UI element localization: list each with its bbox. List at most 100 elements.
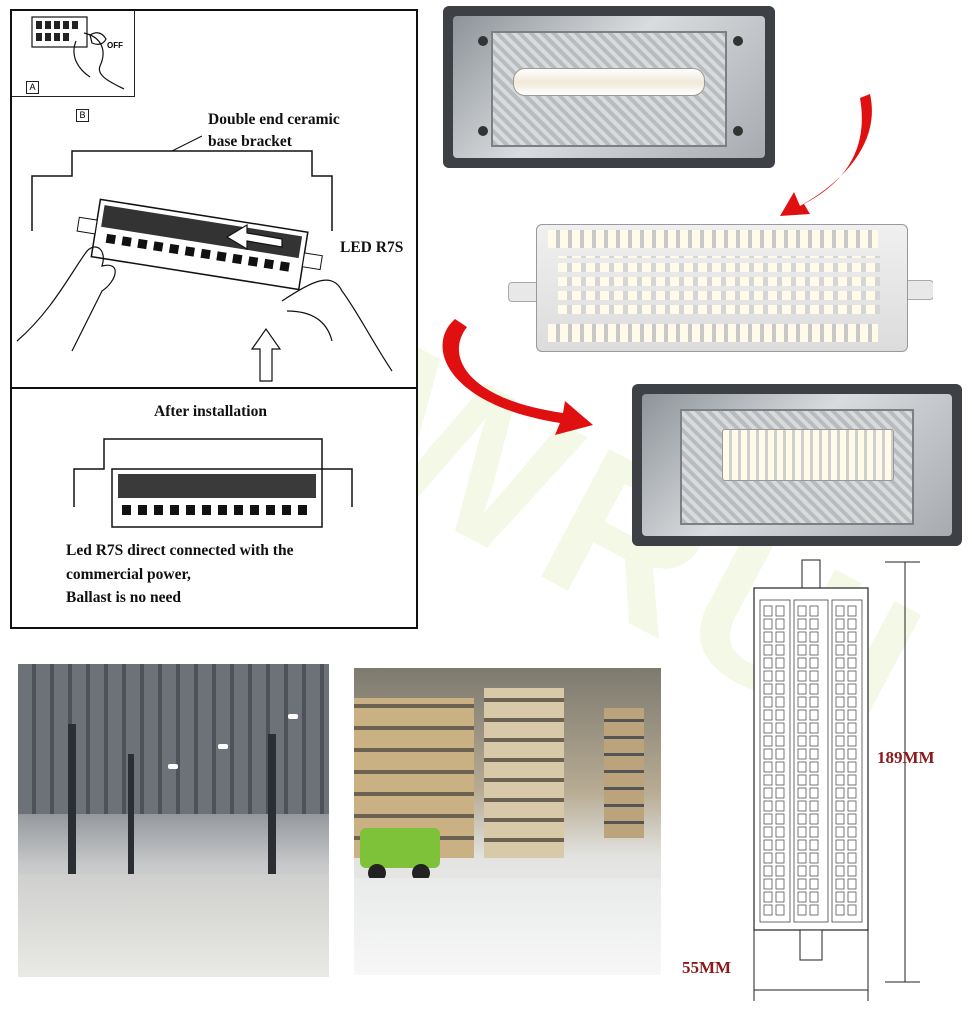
after-installation-note: Led R7S direct connected with the commer… bbox=[66, 539, 293, 610]
led-chip bbox=[847, 787, 857, 799]
led-chip bbox=[763, 722, 773, 734]
led-chip bbox=[847, 839, 857, 851]
led-chip bbox=[775, 644, 785, 656]
led-chip bbox=[775, 761, 785, 773]
installed-fixture-photo bbox=[632, 384, 962, 546]
led-chip bbox=[797, 787, 807, 799]
led-chip bbox=[809, 865, 819, 877]
led-chip bbox=[763, 696, 773, 708]
led-chip bbox=[775, 618, 785, 630]
led-chip bbox=[835, 878, 845, 890]
led-chip bbox=[763, 800, 773, 812]
led-chip bbox=[847, 891, 857, 903]
led-chip bbox=[809, 813, 819, 825]
led-chip bbox=[763, 761, 773, 773]
led-chip bbox=[847, 735, 857, 747]
led-chip bbox=[835, 761, 845, 773]
led-chip bbox=[797, 709, 807, 721]
led-chip bbox=[797, 878, 807, 890]
warehouse-racks-photo bbox=[354, 668, 661, 975]
led-chip bbox=[809, 631, 819, 643]
led-chip bbox=[763, 644, 773, 656]
led-chip bbox=[809, 696, 819, 708]
step-b-box: B bbox=[76, 109, 89, 122]
led-chip bbox=[775, 670, 785, 682]
led-chip bbox=[809, 800, 819, 812]
led-chip bbox=[763, 774, 773, 786]
replace-arrow-icon bbox=[780, 94, 872, 216]
after-installation-title: After installation bbox=[154, 403, 267, 420]
installed-led-lamp bbox=[722, 429, 894, 481]
led-chip bbox=[763, 787, 773, 799]
led-chip bbox=[775, 605, 785, 617]
led-chip bbox=[797, 891, 807, 903]
led-chip bbox=[775, 709, 785, 721]
led-chip bbox=[763, 657, 773, 669]
led-chip bbox=[847, 852, 857, 864]
led-chip bbox=[847, 683, 857, 695]
led-chip bbox=[809, 605, 819, 617]
led-chip bbox=[763, 904, 773, 916]
led-chip bbox=[835, 618, 845, 630]
led-chip bbox=[809, 904, 819, 916]
step-a-inset: OFF A bbox=[12, 11, 135, 97]
led-chip bbox=[809, 709, 819, 721]
led-chip bbox=[847, 826, 857, 838]
led-chip bbox=[847, 657, 857, 669]
led-chip bbox=[809, 852, 819, 864]
led-chip bbox=[847, 904, 857, 916]
led-chip bbox=[835, 839, 845, 851]
led-chip bbox=[835, 800, 845, 812]
bracket-caption-line1: Double end ceramic bbox=[208, 111, 340, 128]
led-chip bbox=[797, 696, 807, 708]
panel-divider bbox=[12, 387, 416, 389]
led-chip bbox=[797, 722, 807, 734]
led-chip bbox=[797, 644, 807, 656]
led-chip bbox=[847, 865, 857, 877]
led-chip bbox=[763, 709, 773, 721]
led-chip bbox=[847, 696, 857, 708]
led-chip bbox=[775, 735, 785, 747]
lamp-caption: LED R7S bbox=[340, 239, 404, 256]
led-chip bbox=[809, 839, 819, 851]
led-chip bbox=[847, 605, 857, 617]
led-chip bbox=[797, 865, 807, 877]
led-chip bbox=[847, 644, 857, 656]
dimension-drawing bbox=[753, 559, 920, 1001]
led-chip bbox=[775, 878, 785, 890]
led-chip bbox=[763, 748, 773, 760]
led-chip bbox=[835, 722, 845, 734]
led-r7s-lamp-photo bbox=[508, 222, 933, 352]
led-chip bbox=[775, 800, 785, 812]
led-chip bbox=[775, 683, 785, 695]
led-chip bbox=[809, 722, 819, 734]
led-chip bbox=[797, 852, 807, 864]
led-chip bbox=[835, 904, 845, 916]
led-chip bbox=[835, 813, 845, 825]
led-chip bbox=[835, 670, 845, 682]
led-chip bbox=[763, 865, 773, 877]
led-chip bbox=[797, 683, 807, 695]
forklift bbox=[360, 828, 440, 868]
height-dimension-label: 189MM bbox=[877, 748, 935, 767]
led-chip bbox=[797, 670, 807, 682]
led-chip bbox=[763, 852, 773, 864]
led-chip bbox=[797, 735, 807, 747]
led-chip bbox=[835, 891, 845, 903]
warehouse-hall-photo bbox=[18, 664, 329, 977]
led-chip bbox=[763, 813, 773, 825]
note-line2: commercial power, bbox=[66, 565, 191, 583]
led-chip bbox=[847, 618, 857, 630]
led-chip bbox=[847, 761, 857, 773]
led-chip bbox=[809, 644, 819, 656]
led-chip bbox=[847, 670, 857, 682]
installation-diagram bbox=[16, 135, 393, 382]
led-chip bbox=[763, 683, 773, 695]
led-chip bbox=[775, 631, 785, 643]
bracket-caption: Double end ceramic base bracket bbox=[208, 109, 340, 153]
led-chip bbox=[763, 878, 773, 890]
led-chip bbox=[847, 722, 857, 734]
led-chip bbox=[775, 748, 785, 760]
led-chip bbox=[809, 891, 819, 903]
led-chip bbox=[809, 826, 819, 838]
